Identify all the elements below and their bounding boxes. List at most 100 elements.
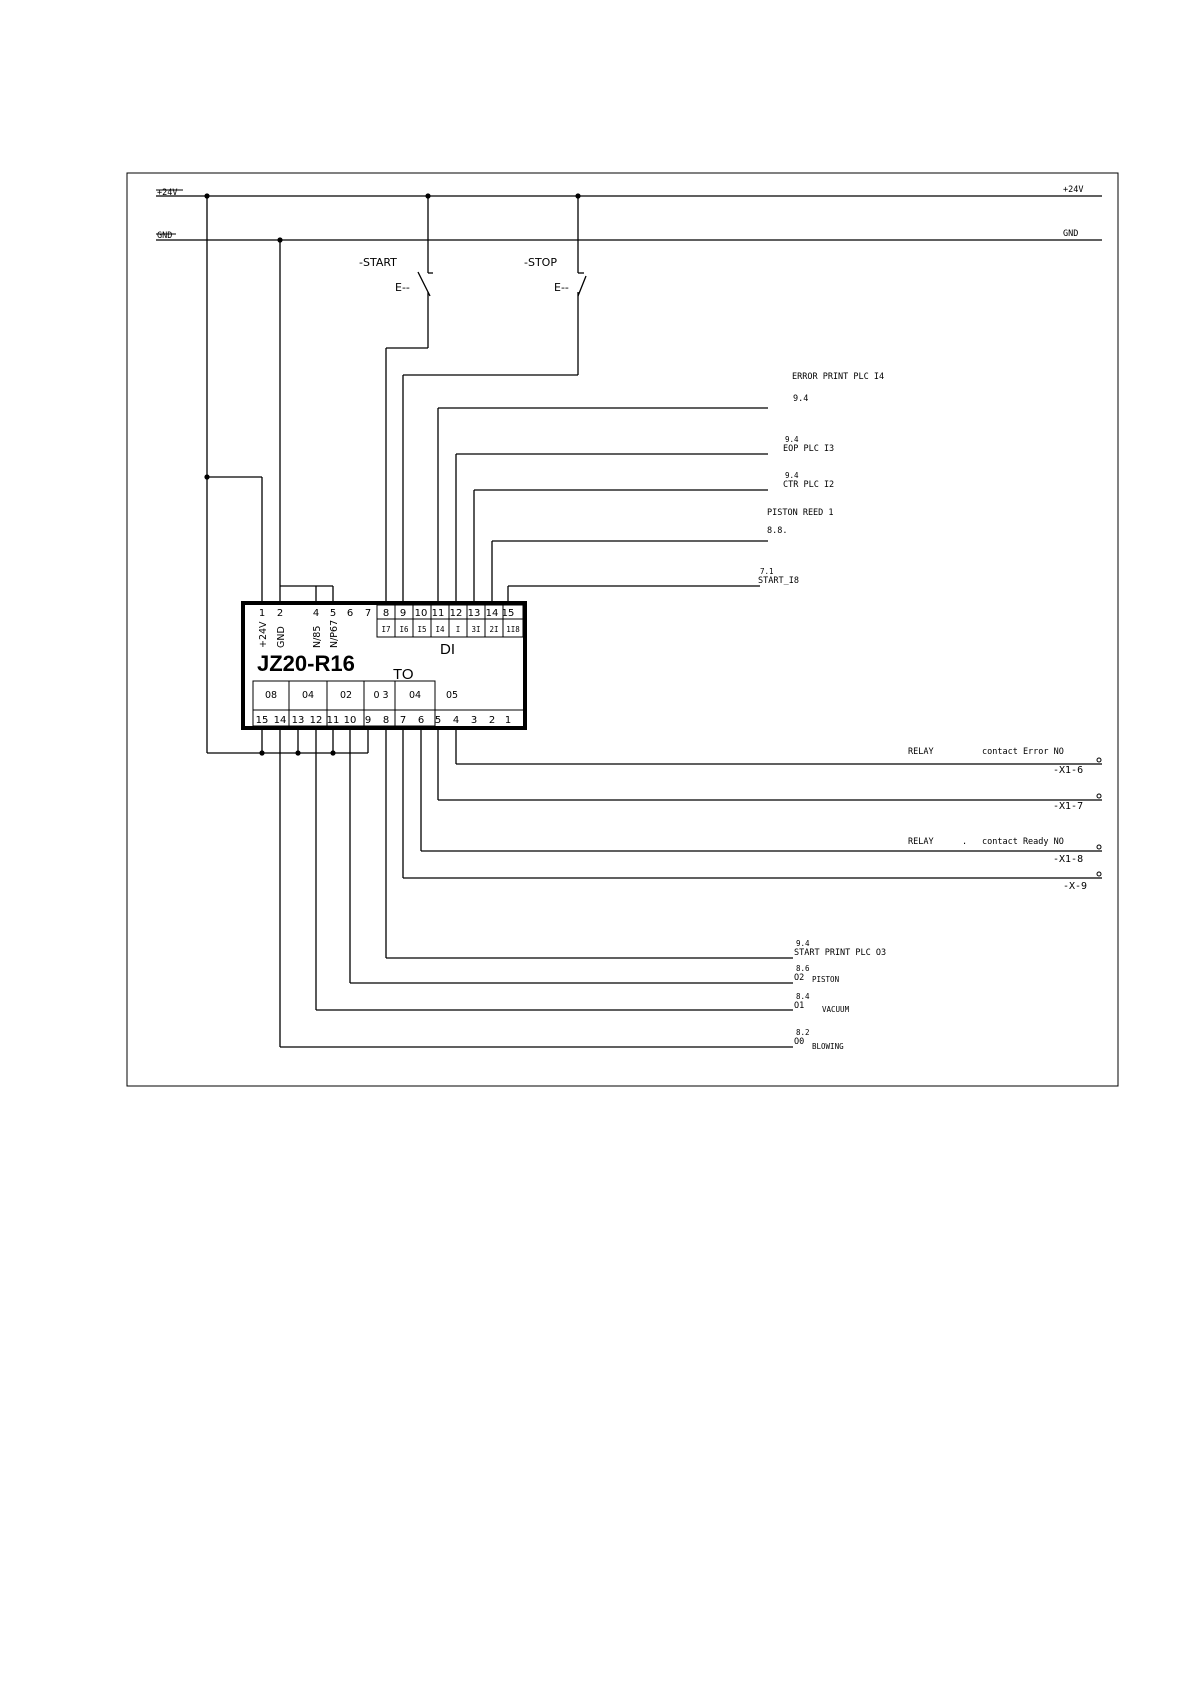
device-top-pin: 9 xyxy=(400,608,406,619)
eop-label: EOP PLC I3 xyxy=(783,444,834,454)
piston-reed-ref: 8.8. xyxy=(767,526,787,536)
ctr-ref: 9.4 xyxy=(785,471,799,480)
device-to-label: TO xyxy=(393,666,414,683)
device-top-rotated-labels: +24V GND N/85 N/P67 xyxy=(258,620,340,648)
device-top-pin: 14 xyxy=(486,608,499,619)
device-top-pin: 10 xyxy=(415,608,428,619)
terminal-x1-7: -X1-7 xyxy=(1053,801,1083,812)
eop-ref: 9.4 xyxy=(785,435,799,444)
device-to-cell: 08 xyxy=(265,690,277,701)
piston-code: O2 xyxy=(794,973,804,983)
device-top-pin: 4 xyxy=(313,608,319,619)
start-switch-label: -START xyxy=(359,256,397,269)
junction-dot xyxy=(259,750,265,756)
device-top-pin: 12 xyxy=(450,608,463,619)
relay-ready-dot: . xyxy=(962,837,967,847)
device-bottom-pin: 9 xyxy=(365,715,371,726)
device-di-cell: I5 xyxy=(417,625,426,634)
relay-ready-label: RELAY xyxy=(908,837,934,847)
input-labels: ERROR PRINT PLC I4 9.4 9.4 EOP PLC I3 9.… xyxy=(758,372,884,586)
device-name: JZ20-R16 xyxy=(257,651,355,676)
device-di-cell: I4 xyxy=(435,625,445,634)
device-di-cell: I6 xyxy=(399,625,409,634)
device-top-pin-label: N/P67 xyxy=(329,620,340,648)
error-print-label: ERROR PRINT PLC I4 xyxy=(792,372,884,382)
output-wires xyxy=(279,728,793,1048)
device-top-pin-label: +24V xyxy=(258,621,269,648)
device-bottom-pin: 14 xyxy=(274,715,287,726)
device-di-cell: I7 xyxy=(381,625,390,634)
supply-wires xyxy=(204,196,334,753)
device-bottom-pin: 13 xyxy=(292,715,305,726)
device-to-cell: 04 xyxy=(302,690,314,701)
vacuum-code: O1 xyxy=(794,1001,804,1011)
device-to-cell: 0 3 xyxy=(373,690,388,701)
input-wires xyxy=(437,407,768,603)
start-i8-ref: 7.1 xyxy=(760,567,774,576)
relay-error-label: RELAY xyxy=(908,747,934,757)
blowing-label: BLOWING xyxy=(812,1042,844,1051)
error-print-ref: 9.4 xyxy=(793,394,808,404)
device-top-pin: 5 xyxy=(330,608,336,619)
device-bottom-pin: 3 xyxy=(471,715,477,726)
vacuum-label: VACUUM xyxy=(822,1005,850,1014)
device-top-pin: 2 xyxy=(277,608,283,619)
stop-switch-label: -STOP xyxy=(524,256,557,269)
device-top-pin-label: GND xyxy=(276,626,287,648)
relay-labels: RELAY contact Error NO -X1-6 -X1-7 RELAY… xyxy=(908,747,1087,892)
device-bottom-pin: 2 xyxy=(489,715,495,726)
drawing-frame xyxy=(126,172,1119,1087)
rail-24v-right-label: +24V xyxy=(1063,185,1083,195)
stop-switch-actuator: E-- xyxy=(554,281,569,294)
junction-dot xyxy=(330,750,336,756)
relay-ready-contact: contact Ready NO xyxy=(982,837,1064,847)
device-top-pin: 1 xyxy=(259,608,265,619)
terminal-x-9: -X-9 xyxy=(1063,881,1087,892)
device-top-pin: 6 xyxy=(347,608,353,619)
output-common-bus xyxy=(207,728,369,756)
device-top-pin: 8 xyxy=(383,608,389,619)
ctr-label: CTR PLC I2 xyxy=(783,480,834,490)
start-print-ref: 9.4 xyxy=(796,939,810,948)
device-bottom-pin: 5 xyxy=(435,715,441,726)
device-di-label: DI xyxy=(440,641,455,658)
blowing-code: O0 xyxy=(794,1037,804,1047)
device-bottom-pin: 12 xyxy=(310,715,323,726)
device-top-pin: 15 xyxy=(502,608,515,619)
output-labels: 9.4 START PRINT PLC O3 8.6 O2 PISTON 8.4… xyxy=(794,939,886,1051)
piston-label: PISTON xyxy=(812,975,839,984)
start-switch: -START E-- xyxy=(359,196,433,603)
device-bottom-pin: 8 xyxy=(383,715,389,726)
vacuum-ref: 8.4 xyxy=(796,992,810,1001)
device-bottom-pin: 7 xyxy=(400,715,406,726)
device-to-cell: 02 xyxy=(340,690,352,701)
plc-device-body xyxy=(241,601,527,730)
device-di-cell: 2I xyxy=(489,625,498,634)
terminal-x1-8: -X1-8 xyxy=(1053,854,1083,865)
device-top-pin: 7 xyxy=(365,608,371,619)
terminal-x1-6: -X1-6 xyxy=(1053,765,1083,776)
device-top-pin: 13 xyxy=(468,608,481,619)
rail-gnd-right-label: GND xyxy=(1063,229,1078,239)
device-to-cell: 04 xyxy=(409,690,421,701)
rail-gnd-left-label: GND xyxy=(157,231,172,241)
stop-switch: -STOP E-- xyxy=(402,196,587,603)
piston-reed-label: PISTON REED 1 xyxy=(767,508,834,518)
device-bottom-pin: 11 xyxy=(327,715,340,726)
relay-error-contact: contact Error NO xyxy=(982,747,1064,757)
device-top-pin-label: N/85 xyxy=(312,626,323,648)
junction-dot xyxy=(295,750,301,756)
relay-wires xyxy=(402,728,1102,879)
device-bottom-pin: 15 xyxy=(256,715,269,726)
rail-24v-left-label: +24V xyxy=(157,188,177,198)
start-i8-label: START_I8 xyxy=(758,576,799,586)
device-di-cell: 3I xyxy=(471,625,480,634)
start-switch-actuator: E-- xyxy=(395,281,410,294)
start-print-label: START PRINT PLC O3 xyxy=(794,948,886,958)
device-top-pin: 11 xyxy=(432,608,445,619)
